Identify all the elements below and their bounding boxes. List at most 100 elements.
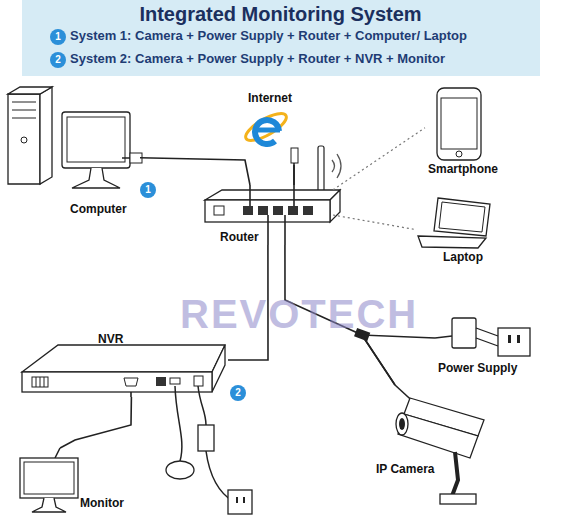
device-node: Laptop	[415, 192, 495, 267]
computer-tower	[8, 94, 40, 184]
power-adapter	[198, 425, 214, 451]
device-label: Monitor	[80, 496, 124, 510]
ip-camera	[396, 398, 484, 504]
router-body	[303, 206, 313, 215]
mouse-device	[166, 386, 194, 479]
power-plug	[452, 318, 530, 356]
wireless-waves	[332, 154, 341, 178]
system-description: System 2: Camera + Power Supply + Router…	[70, 51, 445, 67]
router-body	[243, 206, 253, 215]
device-node: Power Supply	[435, 310, 535, 380]
computer-monitor	[62, 112, 130, 188]
laptop-device	[434, 198, 490, 236]
ip-camera	[440, 494, 476, 504]
device-label: IP Camera	[376, 462, 434, 476]
callout-number: 1	[50, 29, 66, 45]
power-plug	[498, 328, 530, 356]
device-label: Power Supply	[438, 361, 517, 375]
watermark: REVOTECH	[180, 292, 418, 336]
nvr-body	[40, 377, 41, 387]
ip-camera	[452, 452, 458, 496]
device-node: Monitor	[15, 448, 125, 518]
power-plug	[508, 335, 511, 343]
power-adapter	[243, 497, 245, 503]
cable-stub	[293, 163, 295, 206]
smartphone-device	[437, 88, 481, 160]
cable-stub	[55, 163, 452, 458]
device-node: IP Camera	[375, 385, 500, 525]
nvr-body	[36, 377, 37, 387]
nvr-body	[194, 376, 203, 386]
callout-number: 2	[230, 385, 246, 401]
ip-camera	[399, 418, 405, 430]
computer-tower	[8, 87, 52, 184]
network-plug	[122, 157, 130, 159]
network-cable	[362, 335, 435, 385]
nvr-body	[156, 377, 166, 386]
internet-icon	[255, 120, 279, 144]
computer-tower	[40, 87, 52, 184]
nvr-body	[212, 345, 225, 392]
monitor-device	[32, 498, 66, 512]
internet-icon	[242, 109, 290, 146]
cable-stub	[267, 215, 269, 245]
system-description: System 1: Camera + Power Supply + Router…	[70, 28, 467, 44]
router-body	[214, 206, 224, 215]
callout-number: 1	[140, 182, 156, 198]
computer-monitor	[72, 168, 120, 188]
power-plug	[452, 318, 476, 348]
device-node: Smartphone	[425, 85, 495, 180]
device-node: Router	[198, 185, 333, 245]
internet-icon	[291, 148, 298, 163]
internet-icon	[256, 128, 280, 133]
computer-tower	[12, 110, 36, 111]
power-adapter	[228, 490, 252, 514]
network-cable	[60, 397, 131, 448]
monitor-device	[20, 458, 78, 498]
network-cable	[293, 165, 295, 185]
wireless-waves	[332, 160, 335, 172]
router-body	[205, 190, 340, 200]
device-label: Internet	[248, 91, 292, 105]
device-label: Computer	[70, 202, 127, 216]
internet-icon	[242, 109, 298, 163]
nvr-body	[124, 378, 138, 386]
nvr-body	[22, 345, 225, 392]
power-adapter	[236, 497, 238, 503]
cable-stub	[284, 215, 286, 245]
monitor-device	[24, 462, 74, 494]
smartphone-device	[441, 98, 477, 149]
device-label: Laptop	[443, 250, 483, 264]
ip-camera	[396, 413, 408, 435]
nvr-body	[44, 377, 45, 387]
callout-number: 2	[50, 52, 66, 68]
device-label: Router	[220, 230, 259, 244]
router-body	[205, 146, 340, 222]
monitor-device	[20, 458, 78, 512]
router-body	[258, 206, 268, 215]
laptop-device	[418, 236, 486, 248]
nvr-body	[32, 377, 48, 387]
wireless-waves	[337, 154, 341, 178]
nvr-body	[170, 378, 180, 384]
computer-tower	[8, 87, 52, 94]
power-adapter	[198, 386, 206, 425]
laptop-device	[439, 202, 485, 232]
cable-stub	[249, 185, 251, 206]
wireless-link	[333, 215, 415, 230]
power-plug	[476, 328, 498, 336]
power-adapter	[198, 386, 252, 514]
network-cable	[140, 158, 250, 185]
device-node: Computer	[5, 85, 140, 215]
nvr-body	[22, 345, 225, 372]
wireless-link	[333, 128, 425, 190]
device-node: Internet	[240, 90, 300, 165]
device-node: NVR	[18, 332, 228, 397]
router-body	[318, 146, 324, 192]
smartphone-device	[456, 151, 462, 157]
computer-tower	[12, 102, 36, 103]
mouse-device	[175, 386, 182, 461]
router-body	[330, 190, 340, 222]
